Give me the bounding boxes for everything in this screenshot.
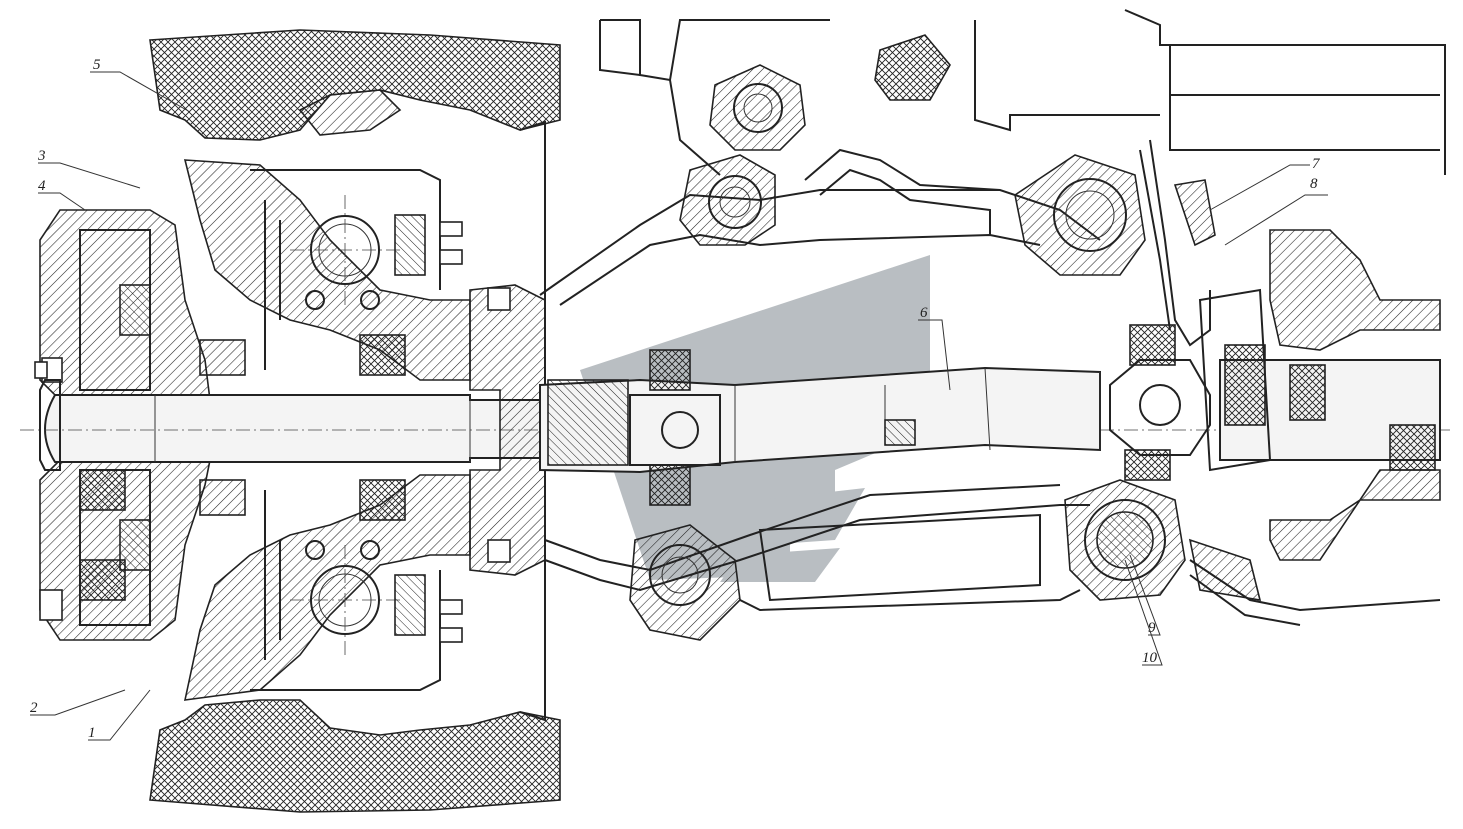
output-flange [469, 284, 546, 576]
upper-ball-joint-2 [679, 154, 776, 246]
callout-3: 3 [37, 148, 46, 164]
callout-2: 2 [30, 700, 38, 716]
callout-6: 6 [920, 305, 928, 321]
callout-1: 1 [88, 725, 96, 741]
inner-cv-joint [547, 349, 721, 506]
callout-7: 7 [1312, 156, 1321, 172]
outer-cv-joint [1109, 324, 1211, 481]
brake-cam-upper [290, 195, 426, 305]
hub-bearings [79, 334, 406, 601]
upper-ball-joint-3 [1014, 154, 1146, 276]
callout-10: 10 [1142, 650, 1158, 666]
upper-ball-joint-1 [709, 64, 806, 151]
bolt-row [305, 221, 463, 643]
callout-leaders [30, 71, 1328, 741]
callout-9: 9 [1148, 620, 1156, 636]
callout-labels: 1 2 3 4 5 6 7 8 9 10 [30, 57, 1321, 741]
callout-4: 4 [38, 178, 46, 194]
lower-ball-joint-1 [629, 524, 741, 641]
upper-control-arm [539, 19, 1101, 306]
final-drive-housing [974, 9, 1446, 626]
bump-stop [874, 34, 951, 101]
brake-drum-and-knuckle [183, 159, 471, 701]
hub-cap [34, 361, 61, 471]
lower-ball-joint-2 [1064, 479, 1186, 601]
callout-5: 5 [93, 57, 101, 73]
brake-cam-lower [290, 545, 426, 655]
callout-8: 8 [1310, 176, 1318, 192]
